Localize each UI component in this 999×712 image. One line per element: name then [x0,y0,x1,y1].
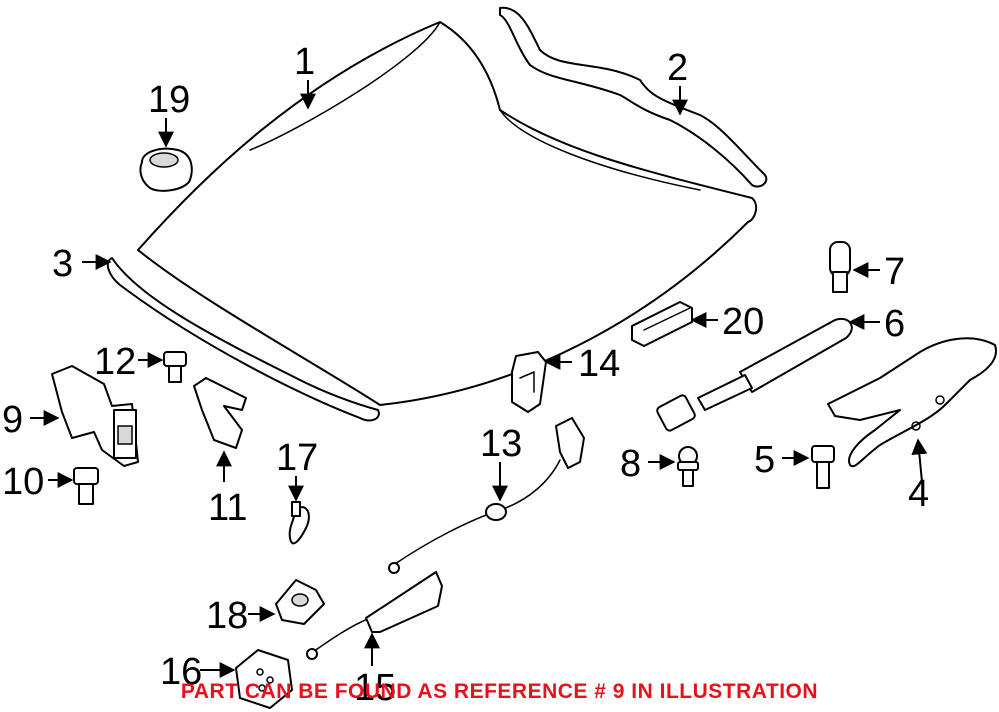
bolt-5 [811,445,835,489]
connector-16 [235,649,293,709]
callout-15: 15 [354,667,396,709]
cable-lever-15 [306,571,443,660]
callout-2: 2 [667,47,688,89]
callout-4: 4 [908,473,929,515]
callout-6: 6 [884,303,905,345]
leader-lines [30,80,928,678]
callout-17: 17 [276,437,318,479]
callout-14: 14 [578,343,620,385]
callout-16: 16 [160,651,202,693]
callout-10: 10 [2,461,44,503]
reference-note: PART CAN BE FOUND AS REFERENCE # 9 IN IL… [180,680,819,703]
stud-8 [677,446,699,487]
callout-9: 9 [2,399,23,441]
callout-7: 7 [884,251,905,293]
grommet-7 [829,241,851,293]
bolt-12 [163,351,187,383]
hood-latch-9 [51,365,139,467]
switch-18 [275,579,325,625]
callout-numbers: 1 2 3 4 5 6 7 8 9 10 11 12 13 14 15 16 1… [2,41,929,709]
leader-4 [911,438,928,483]
callout-1: 1 [294,41,315,83]
callout-19: 19 [148,79,190,121]
callout-8: 8 [620,443,641,485]
gas-strut-6 [656,317,853,432]
callout-13: 13 [480,423,522,465]
release-cable-13 [388,417,585,574]
front-trim-strip [106,257,380,422]
callout-5: 5 [754,439,775,481]
callout-11: 11 [208,487,247,529]
callout-18: 18 [206,595,248,637]
latch-bracket-11 [193,377,247,449]
bracket-14 [511,351,547,413]
hood-panel [137,21,758,406]
hook-17 [288,501,310,545]
callout-20: 20 [722,301,764,343]
callout-12: 12 [94,341,136,383]
clip-19 [139,147,193,192]
hinge-4 [827,337,997,468]
callout-3: 3 [52,243,73,285]
hood-seal [499,6,768,188]
bolt-10 [73,467,99,505]
